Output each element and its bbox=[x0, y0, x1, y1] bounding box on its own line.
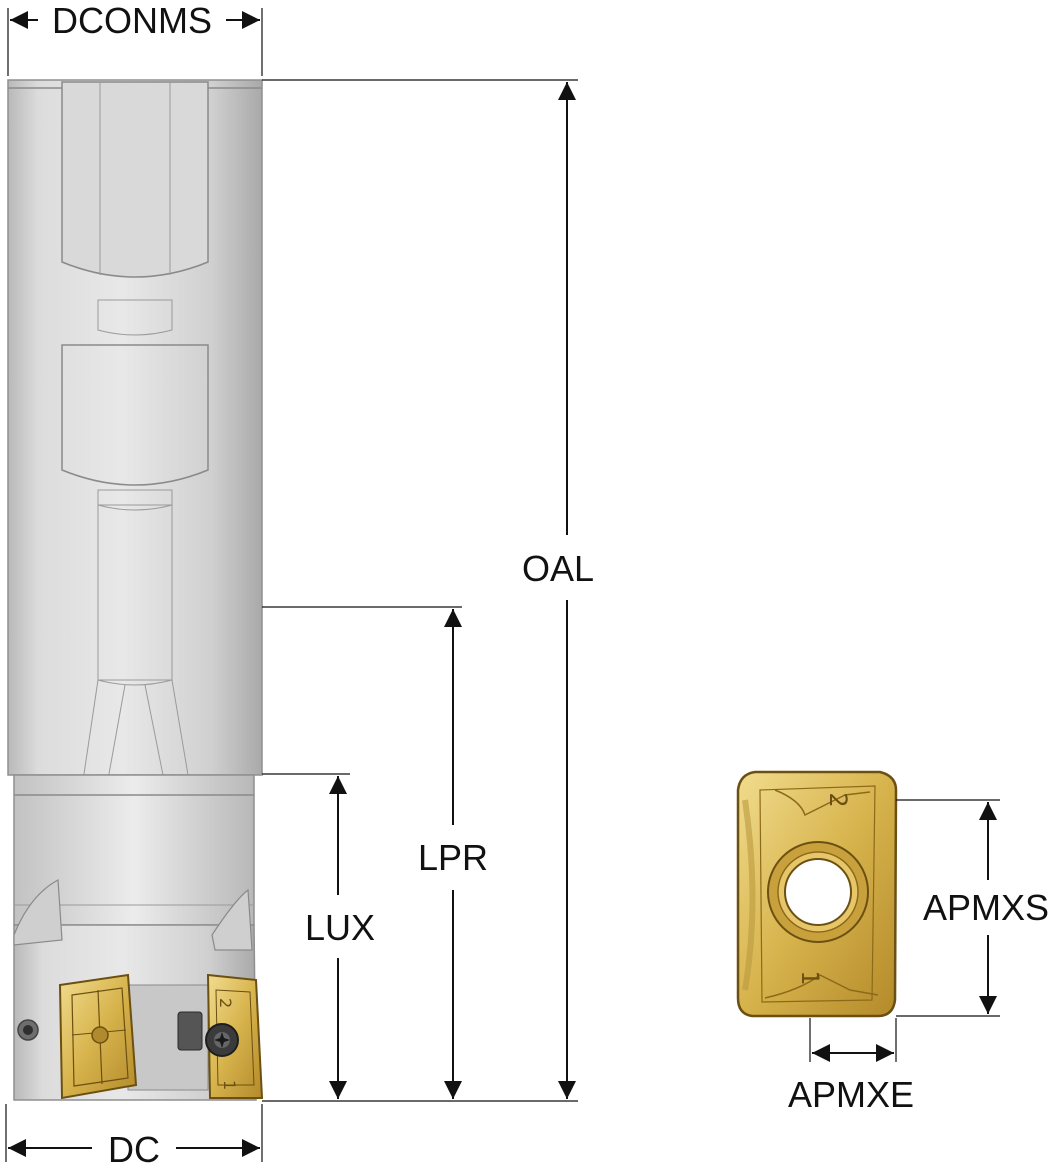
tool-body: 2 1 bbox=[7, 79, 264, 1101]
dimension-oal: OAL bbox=[522, 82, 594, 1099]
extension-lines bbox=[5, 8, 1000, 1162]
label-lux: LUX bbox=[305, 907, 375, 948]
svg-text:2: 2 bbox=[216, 998, 235, 1008]
dimension-apmxe: APMXE bbox=[788, 1044, 914, 1115]
label-dc: DC bbox=[108, 1129, 160, 1170]
svg-text:1: 1 bbox=[220, 1080, 239, 1090]
label-lpr: LPR bbox=[418, 837, 488, 878]
label-oal: OAL bbox=[522, 548, 594, 589]
dimension-apmxs: APMXS bbox=[923, 802, 1049, 1014]
insert-edge-mark-top: 2 bbox=[824, 792, 852, 807]
label-apmxe: APMXE bbox=[788, 1074, 914, 1115]
cutter-insert-left bbox=[58, 973, 138, 1100]
cutter-insert-right: 2 1 bbox=[177, 973, 264, 1099]
clamping-flat bbox=[61, 81, 209, 278]
dimension-lpr: LPR bbox=[418, 609, 488, 1099]
dimension-dc: DC bbox=[8, 1129, 260, 1170]
dimension-lux: LUX bbox=[305, 776, 375, 1099]
label-apmxs: APMXS bbox=[923, 887, 1049, 928]
insert-detail: 2 1 bbox=[736, 770, 898, 1018]
dimension-dconms: DCONMS bbox=[10, 0, 260, 41]
label-dconms: DCONMS bbox=[52, 0, 212, 41]
insert-edge-mark-bottom: 1 bbox=[796, 970, 824, 985]
